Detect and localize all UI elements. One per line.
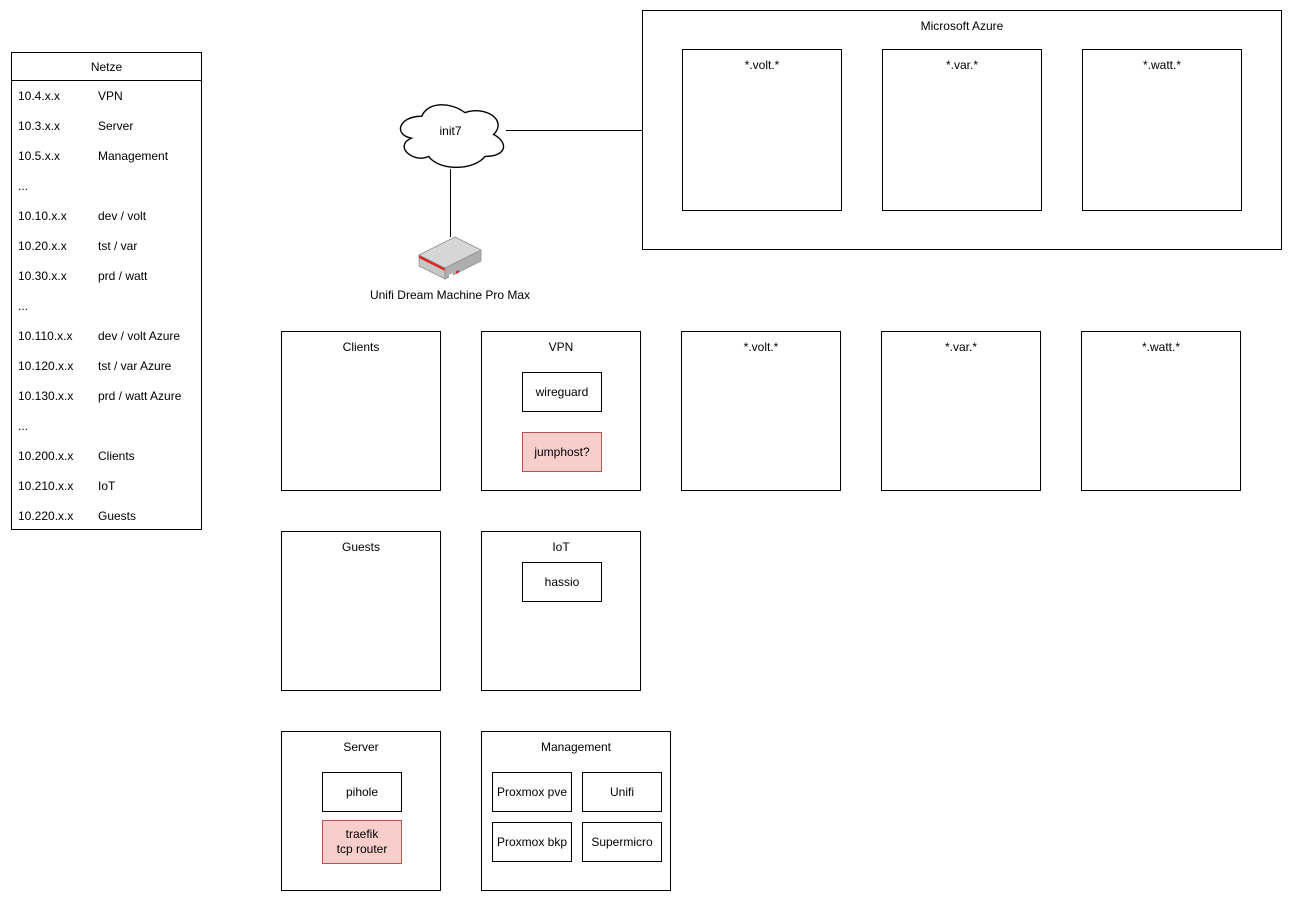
node-proxmox-pve: Proxmox pve [492, 772, 572, 812]
cidr-cell: 10.220.x.x [18, 509, 74, 523]
cloud-label: init7 [439, 124, 462, 138]
cidr-cell: 10.20.x.x [18, 239, 67, 253]
node-proxmox-bkp: Proxmox bkp [492, 822, 572, 862]
zone-title: *.watt.* [1142, 58, 1181, 72]
netze-row: 10.110.x.x dev / volt Azure [12, 321, 201, 351]
netze-row: 10.4.x.x VPN [12, 81, 201, 111]
netze-row: 10.10.x.x dev / volt [12, 201, 201, 231]
azure-group-title: Microsoft Azure [920, 19, 1004, 33]
netze-row: 10.20.x.x tst / var [12, 231, 201, 261]
cidr-cell: ... [18, 419, 29, 433]
netze-row: 10.3.x.x Server [12, 111, 201, 141]
zone-vpn: VPN wireguard jumphost? [481, 331, 641, 491]
cidr-cell: ... [18, 299, 29, 313]
netze-row: 10.5.x.x Management [12, 141, 201, 171]
azure-zone-watt: *.watt.* [1082, 49, 1242, 211]
zone-title: Management [540, 740, 612, 754]
netze-table: Netze 10.4.x.x VPN 10.3.x.x Server 10.5.… [11, 52, 202, 530]
zone-management: Management Proxmox pve Unifi Proxmox bkp… [481, 731, 671, 891]
zone-var: *.var.* [881, 331, 1041, 491]
cidr-cell: 10.3.x.x [18, 119, 61, 133]
zone-guests: Guests [281, 531, 441, 691]
cidr-cell: 10.210.x.x [18, 479, 74, 493]
zone-title: Guests [341, 540, 380, 554]
cidr-cell: 10.110.x.x [18, 329, 73, 343]
zone-title: *.var.* [945, 58, 978, 72]
network-label-cell: tst / var Azure [98, 359, 172, 373]
cidr-cell: 10.120.x.x [18, 359, 74, 373]
zone-title: *.watt.* [1141, 340, 1180, 354]
network-label-cell: dev / volt Azure [98, 329, 181, 343]
cidr-cell: 10.200.x.x [18, 449, 74, 463]
node-supermicro: Supermicro [582, 822, 662, 862]
zone-iot: IoT hassio [481, 531, 641, 691]
router-label: Unifi Dream Machine Pro Max [369, 288, 531, 302]
netze-row: 10.210.x.x IoT [12, 471, 201, 501]
router-icon [418, 236, 482, 282]
zone-title: *.var.* [944, 340, 977, 354]
node-hassio: hassio [522, 562, 602, 602]
zone-watt: *.watt.* [1081, 331, 1241, 491]
netze-row: 10.220.x.x Guests [12, 501, 201, 531]
network-label-cell: Clients [98, 449, 135, 463]
cidr-cell: 10.4.x.x [18, 89, 61, 103]
azure-zone-volt: *.volt.* [682, 49, 842, 211]
netze-row: 10.200.x.x Clients [12, 441, 201, 471]
zone-title: *.volt.* [743, 340, 779, 354]
zone-title: IoT [552, 540, 570, 554]
internet-cloud-icon [393, 98, 508, 171]
network-label-cell: dev / volt [98, 209, 147, 223]
node-traefik-tcp-router: traefik tcp router [322, 820, 402, 864]
node-wireguard: wireguard [522, 372, 602, 412]
node-jumphost: jumphost? [522, 432, 602, 472]
zone-server: Server pihole traefik tcp router [281, 731, 441, 891]
netze-row: 10.130.x.x prd / watt Azure [12, 381, 201, 411]
zone-title: Server [343, 740, 379, 754]
network-label-cell: tst / var [98, 239, 138, 253]
cidr-cell: 10.30.x.x [18, 269, 67, 283]
netze-table-title: Netze [12, 53, 201, 81]
zone-clients: Clients [281, 331, 441, 491]
azure-group: Microsoft Azure *.volt.* *.var.* *.watt.… [642, 10, 1282, 250]
cidr-cell: 10.10.x.x [18, 209, 67, 223]
cidr-cell: 10.130.x.x [18, 389, 74, 403]
wan-to-azure-line [506, 130, 642, 131]
cidr-cell: 10.5.x.x [18, 149, 61, 163]
zone-title: Clients [342, 340, 380, 354]
network-label-cell: VPN [98, 89, 123, 103]
zone-volt: *.volt.* [681, 331, 841, 491]
network-label-cell: prd / watt Azure [98, 389, 182, 403]
network-label-cell: prd / watt [98, 269, 148, 283]
netze-row: 10.120.x.x tst / var Azure [12, 351, 201, 381]
netze-row: ... [12, 291, 201, 321]
node-unifi: Unifi [582, 772, 662, 812]
node-pihole: pihole [322, 772, 402, 812]
cloud-to-router-line [450, 169, 451, 237]
azure-zone-var: *.var.* [882, 49, 1042, 211]
network-label-cell: Guests [98, 509, 137, 523]
netze-row: ... [12, 171, 201, 201]
cidr-cell: ... [18, 179, 29, 193]
network-label-cell: IoT [98, 479, 116, 493]
network-label-cell: Server [98, 119, 134, 133]
network-label-cell: Management [98, 149, 169, 163]
zone-title: VPN [548, 340, 574, 354]
netze-row: 10.30.x.x prd / watt [12, 261, 201, 291]
zone-title: *.volt.* [744, 58, 780, 72]
netze-row: ... [12, 411, 201, 441]
